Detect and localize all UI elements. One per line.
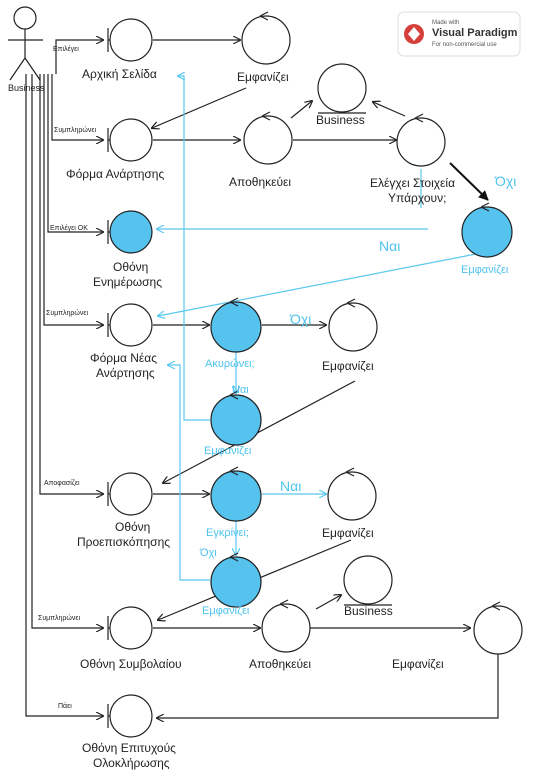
branch-no-2: Όχι xyxy=(289,311,311,327)
label-entity-business-1: Business xyxy=(316,113,365,127)
label-check-2: Υπάρχουν; xyxy=(388,191,446,205)
boundary-preview-screen[interactable] xyxy=(107,472,153,516)
edge-label-decides: Αποφασίζει xyxy=(44,479,80,487)
edge-label-goes: Πάει xyxy=(58,702,72,710)
label-show-6: Εμφανίζει xyxy=(202,605,250,617)
label-show-4: Εμφανίζει xyxy=(204,445,252,457)
label-new-post-2: Ανάρτησης xyxy=(96,366,155,380)
control-save-2[interactable] xyxy=(261,599,311,653)
black-flows xyxy=(152,40,499,718)
actor-lifelines xyxy=(25,40,103,716)
branch-yes-1: Ναι xyxy=(379,238,400,254)
control-show-1[interactable] xyxy=(241,11,291,65)
actor-business[interactable] xyxy=(8,6,43,81)
label-home: Αρχική Σελίδα xyxy=(82,67,157,81)
label-new-post-1: Φόρμα Νέας xyxy=(90,351,157,365)
branch-yes-3: Ναι xyxy=(280,478,301,494)
edge-label-fills-1: Συμπληρώνει xyxy=(54,126,96,134)
control-show-2[interactable] xyxy=(461,202,513,258)
boundary-new-post-form[interactable] xyxy=(107,303,153,347)
badge-line-1: Made with xyxy=(432,20,459,26)
label-approve: Εγκρίνει; xyxy=(206,527,249,539)
label-success-2: Ολοκλήρωσης xyxy=(93,756,170,770)
label-save-2: Αποθηκεύει xyxy=(249,657,311,671)
edge-label-fills-3: Συμπληρώνει xyxy=(38,614,80,622)
label-entity-business-2: Business xyxy=(344,604,393,618)
control-show-3[interactable] xyxy=(328,298,378,352)
label-post-form: Φόρμα Ανάρτησης xyxy=(66,167,164,181)
label-show-1: Εμφανίζει xyxy=(237,70,289,84)
label-show-7: Εμφανίζει xyxy=(392,657,444,671)
label-cancel: Ακυρώνει; xyxy=(205,358,255,370)
boundary-contract-screen[interactable] xyxy=(107,606,153,650)
control-show-5[interactable] xyxy=(327,467,377,521)
label-show-3: Εμφανίζει xyxy=(322,359,374,373)
control-cancel[interactable] xyxy=(210,297,262,353)
label-success-1: Οθόνη Επιτυχούς xyxy=(82,741,176,755)
control-show-7[interactable] xyxy=(473,601,523,655)
label-check-1: Ελέγχει Στοιχεία xyxy=(370,176,455,190)
control-check-data[interactable] xyxy=(396,113,446,167)
visual-paradigm-badge: Made with Visual Paradigm For non-commer… xyxy=(397,11,521,57)
label-save-1: Αποθηκεύει xyxy=(229,175,291,189)
boundary-update-screen[interactable] xyxy=(107,210,153,254)
label-preview-2: Προεπισκόπησης xyxy=(77,535,170,549)
control-show-6[interactable] xyxy=(210,552,262,608)
edge-label-selects-ok: Επιλέγει ΟΚ xyxy=(50,224,88,232)
boundary-home[interactable] xyxy=(107,18,153,62)
label-contract: Οθόνη Συμβολαίου xyxy=(80,657,182,671)
branch-yes-2: Ναι xyxy=(232,384,249,396)
control-approve[interactable] xyxy=(210,466,262,522)
entity-business-1[interactable] xyxy=(317,63,367,114)
branch-no-1: Όχι xyxy=(494,173,516,189)
label-update-screen-2: Ενημέρωσης xyxy=(93,275,162,289)
label-show-5: Εμφανίζει xyxy=(322,526,374,540)
control-save-1[interactable] xyxy=(243,111,293,165)
entity-business-2[interactable] xyxy=(343,555,393,606)
label-update-screen-1: Οθόνη xyxy=(113,260,148,274)
badge-line-3: For non-commercial use xyxy=(432,42,497,48)
label-preview-1: Οθόνη xyxy=(115,520,150,534)
edge-label-fills-2: Συμπληρώνει xyxy=(46,309,88,317)
cyan-flows xyxy=(157,76,477,581)
label-show-2: Εμφανίζει xyxy=(461,264,509,276)
control-show-4[interactable] xyxy=(210,390,262,446)
edge-label-selects: Επιλέγει xyxy=(53,45,79,53)
badge-line-2: Visual Paradigm xyxy=(432,27,518,39)
boundary-success-screen[interactable] xyxy=(107,694,153,738)
branch-no-3: Όχι xyxy=(199,547,217,559)
boundary-post-form[interactable] xyxy=(107,118,153,162)
